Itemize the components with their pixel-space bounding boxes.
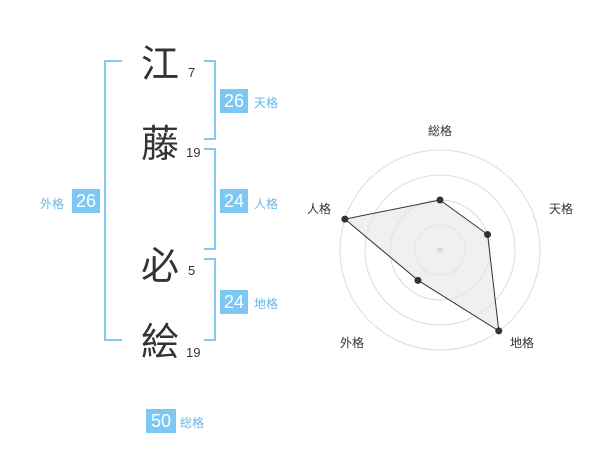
jinkaku-bracket xyxy=(204,148,216,250)
tenkaku-bracket xyxy=(204,60,216,140)
soukaku-label: 総格 xyxy=(180,416,205,430)
radar-point xyxy=(414,276,422,284)
stroke-count-1: 7 xyxy=(188,65,196,80)
tenkaku-value: 26 xyxy=(220,89,248,113)
name-char-1: 江 xyxy=(141,42,180,86)
radar-point xyxy=(495,327,503,335)
radar-axis-label-chikaku: 地格 xyxy=(510,336,535,350)
gaikaku-label: 外格 xyxy=(40,197,65,211)
radar-axis-label-gaikaku: 外格 xyxy=(340,336,365,350)
gaikaku-value: 26 xyxy=(72,189,100,213)
chikaku-bracket xyxy=(204,258,216,341)
radar-axis-label-soukaku: 総格 xyxy=(428,124,453,138)
radar-point xyxy=(436,196,444,204)
stroke-count-2: 19 xyxy=(186,145,201,160)
radar-points xyxy=(341,196,503,335)
radar-axis-label-tenkaku: 天格 xyxy=(549,202,574,216)
chikaku-value: 24 xyxy=(220,290,248,314)
tenkaku-label: 天格 xyxy=(254,96,279,110)
soukaku-value: 50 xyxy=(146,409,176,433)
radar-axis-label-jinkaku: 人格 xyxy=(307,202,332,216)
name-char-4: 絵 xyxy=(141,320,180,364)
jinkaku-label: 人格 xyxy=(254,197,279,211)
stroke-count-3: 5 xyxy=(188,263,196,278)
name-char-3: 必 xyxy=(141,244,180,288)
radar-ring xyxy=(364,174,516,326)
radar-ring xyxy=(339,149,541,351)
stroke-count-4: 19 xyxy=(186,345,201,360)
radar-data-area xyxy=(343,199,500,332)
gaikaku-bracket xyxy=(104,60,122,341)
radar-point xyxy=(341,215,349,223)
name-char-2: 藤 xyxy=(141,122,180,166)
radar-point xyxy=(484,231,492,239)
jinkaku-value: 24 xyxy=(220,189,248,213)
chikaku-label: 地格 xyxy=(254,297,279,311)
